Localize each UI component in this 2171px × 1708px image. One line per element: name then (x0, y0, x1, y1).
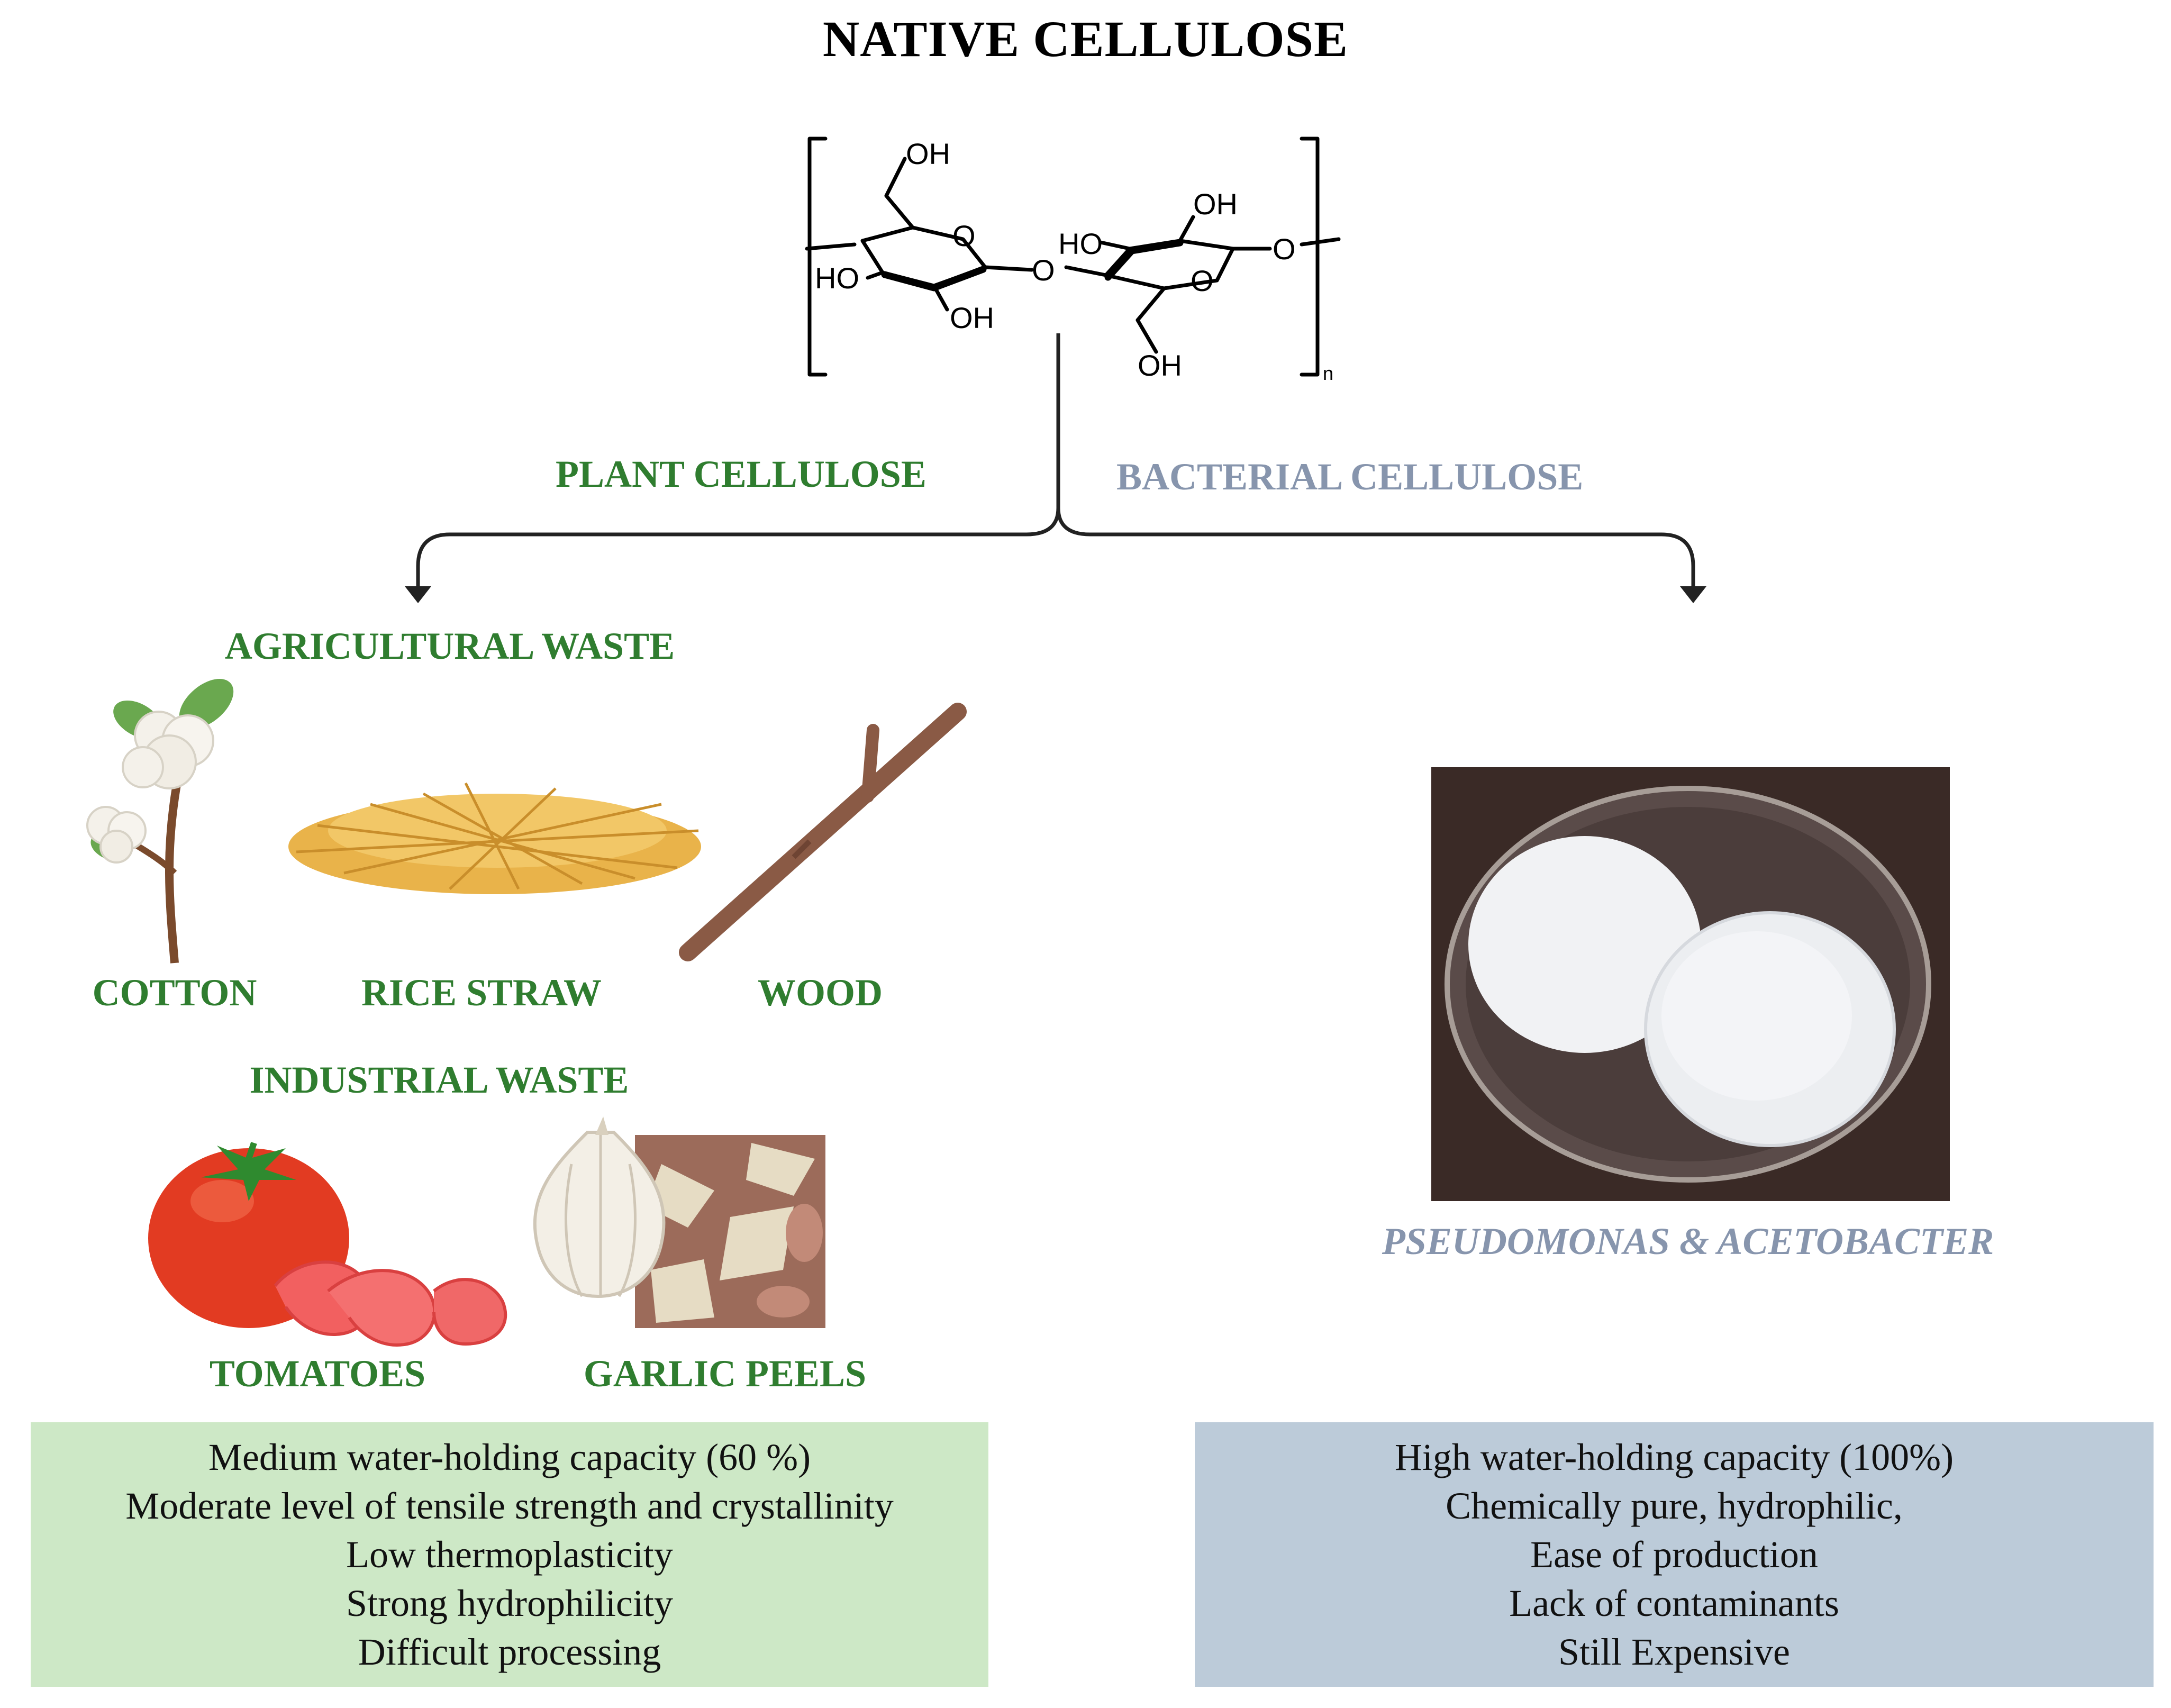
page-title: NATIVE CELLULOSE (822, 11, 1349, 67)
bacterial-property: Chemically pure, hydrophilic, (1446, 1485, 1903, 1527)
atom-ho-1: HO (815, 261, 859, 295)
plant-property: Strong hydrophilicity (346, 1582, 673, 1624)
atom-oh-3: OH (1193, 187, 1238, 221)
bacterial-properties-box: High water-holding capacity (100%) Chemi… (1195, 1422, 2154, 1687)
bacterial-cellulose-label: BACTERIAL CELLULOSE (1116, 456, 1584, 498)
plant-property: Difficult processing (358, 1631, 661, 1673)
bacterial-property: High water-holding capacity (100%) (1394, 1436, 1954, 1478)
plant-property: Low thermoplasticity (346, 1533, 673, 1576)
arrow-left-head (405, 586, 431, 603)
atom-oh-4: OH (1138, 349, 1182, 382)
atom-o-link: O (1032, 253, 1055, 287)
plant-property: Moderate level of tensile strength and c… (125, 1485, 894, 1527)
agricultural-waste-heading: AGRICULTURAL WASTE (224, 625, 675, 667)
repeat-n: n (1323, 362, 1333, 384)
bacterial-property: Lack of contaminants (1509, 1582, 1839, 1624)
wood-label: WOOD (757, 971, 883, 1014)
cotton-label: COTTON (92, 971, 257, 1014)
atom-o-end: O (1273, 232, 1296, 266)
bacterial-property: Ease of production (1530, 1533, 1818, 1576)
tomatoes-label: TOMATOES (209, 1352, 426, 1395)
garlic-peels-label: GARLIC PEELS (583, 1352, 867, 1395)
bacterial-property: Still Expensive (1558, 1631, 1790, 1673)
atom-o-ring1: O (952, 219, 976, 252)
industrial-waste-heading: INDUSTRIAL WASTE (249, 1059, 629, 1101)
atom-oh-1: OH (906, 137, 950, 170)
atom-o-ring2: O (1191, 264, 1214, 297)
arrow-right-head (1680, 586, 1706, 603)
atom-ho-2: HO (1058, 227, 1103, 260)
bacteria-source-label: PSEUDOMONAS & ACETOBACTER (1382, 1220, 1994, 1262)
plant-properties-box: Medium water-holding capacity (60 %) Mod… (31, 1422, 988, 1687)
plant-cellulose-label: PLANT CELLULOSE (556, 453, 926, 495)
rice-straw-label: RICE STRAW (361, 971, 602, 1014)
atom-oh-2: OH (950, 301, 994, 334)
plant-property: Medium water-holding capacity (60 %) (208, 1436, 811, 1478)
